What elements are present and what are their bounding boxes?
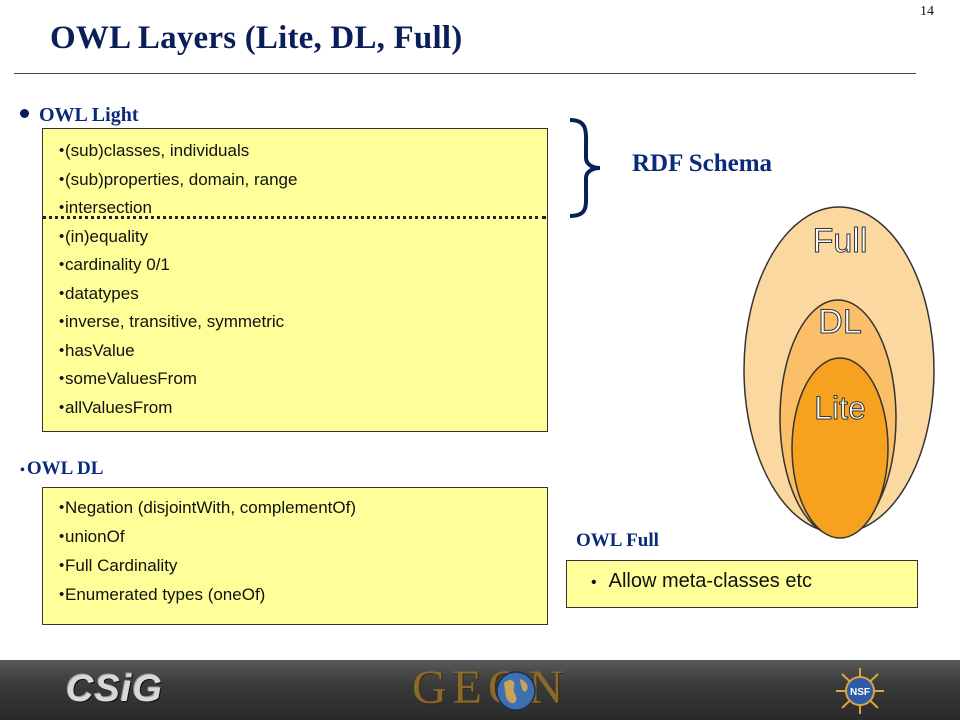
owl-light-box: (sub)classes, individuals (sub)propertie…: [42, 128, 548, 432]
brace-icon: [569, 118, 601, 218]
list-item: Negation (disjointWith, complementOf): [43, 493, 547, 522]
bullet-icon: [20, 108, 29, 118]
list-item: (sub)properties, domain, range: [43, 166, 547, 195]
dl-label: DL: [818, 303, 861, 341]
list-item: cardinality 0/1: [43, 251, 547, 280]
full-label: Full: [813, 222, 868, 260]
globe-icon: [496, 671, 536, 711]
list-item: unionOf: [43, 522, 547, 551]
list-item: Full Cardinality: [43, 551, 547, 580]
rdf-schema-label: RDF Schema: [632, 150, 773, 177]
list-item: intersection: [43, 194, 547, 223]
owl-full-heading: OWL Full: [576, 530, 659, 551]
list-item: Enumerated types (oneOf): [43, 580, 547, 609]
list-item: Allow meta-classes etc: [567, 570, 917, 593]
list-item: datatypes: [43, 280, 547, 309]
owl-full-box: Allow meta-classes etc: [566, 560, 918, 608]
footer-bar: [0, 660, 960, 720]
list-item: (sub)classes, individuals: [43, 137, 547, 166]
owl-layers-diagram: Full DL Lite: [743, 206, 935, 539]
slide-title: OWL Layers (Lite, DL, Full): [50, 20, 463, 56]
list-item: someValuesFrom: [43, 365, 547, 394]
lite-label: Lite: [814, 390, 866, 426]
geon-logo: GEON: [412, 661, 570, 714]
list-item: hasValue: [43, 337, 547, 366]
csig-logo: CSiG: [66, 668, 163, 710]
list-item: inverse, transitive, symmetric: [43, 308, 547, 337]
list-item: (in)equality: [43, 223, 547, 252]
rdf-schema-divider: [42, 216, 546, 219]
list-item: allValuesFrom: [43, 394, 547, 423]
nsf-logo: NSF: [836, 668, 884, 714]
owl-light-heading-text: OWL Light: [39, 104, 139, 126]
nsf-logo-text: NSF: [850, 687, 870, 698]
owl-dl-heading: OWL DL: [20, 458, 104, 480]
owl-light-heading: OWL Light: [20, 104, 138, 127]
title-divider: [14, 73, 916, 74]
slide-number: 14: [920, 4, 934, 19]
owl-dl-box: Negation (disjointWith, complementOf) un…: [42, 487, 548, 625]
owl-lite-ellipse: [791, 357, 889, 539]
